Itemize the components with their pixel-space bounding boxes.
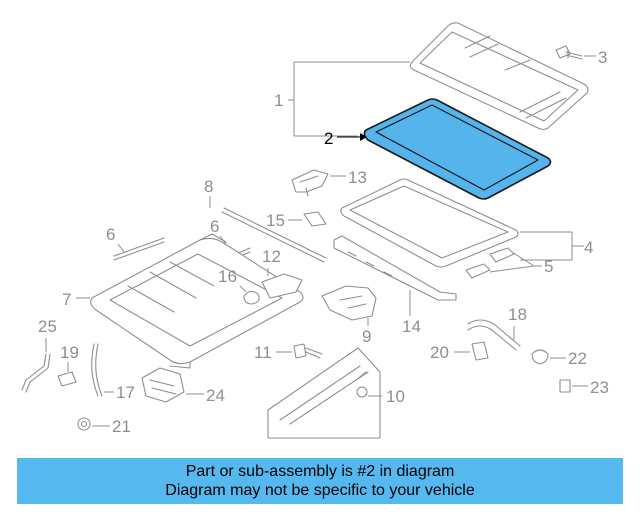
callout-6-left[interactable]: 6 xyxy=(106,225,115,244)
leader-6-left xyxy=(117,243,125,253)
part-2-weatherstrip-seal[interactable] xyxy=(363,98,552,200)
callout-7[interactable]: 7 xyxy=(62,290,71,309)
part-10-panel[interactable] xyxy=(267,347,381,439)
callout-10[interactable]: 10 xyxy=(386,387,405,406)
leader-1 xyxy=(288,61,410,137)
callout-18[interactable]: 18 xyxy=(508,305,527,324)
callout-4[interactable]: 4 xyxy=(584,238,593,257)
callout-12[interactable]: 12 xyxy=(262,247,281,266)
part-7-frame[interactable] xyxy=(90,233,304,369)
info-banner-line-1: Part or sub-assembly is #2 in diagram xyxy=(185,463,455,480)
part-16-stopper[interactable] xyxy=(243,290,260,305)
part-9-bracket[interactable] xyxy=(321,285,377,321)
part-18-drain-hose[interactable] xyxy=(467,319,521,351)
callout-5[interactable]: 5 xyxy=(544,257,553,276)
callout-9[interactable]: 9 xyxy=(362,327,371,346)
part-3-bolt[interactable] xyxy=(555,45,583,60)
callout-13[interactable]: 13 xyxy=(348,168,367,187)
callout-11[interactable]: 11 xyxy=(254,343,272,362)
callout-23[interactable]: 23 xyxy=(590,378,609,397)
part-4-sunshade-panel[interactable] xyxy=(340,178,519,268)
callout-21[interactable]: 21 xyxy=(112,417,131,436)
leader-5 xyxy=(489,251,542,273)
exploded-parts-diagram: 1 3 2 13 4 5 8 15 6 xyxy=(21,22,609,439)
part-12-bracket[interactable] xyxy=(261,273,303,299)
part-20-clip[interactable] xyxy=(471,341,489,361)
callout-24[interactable]: 24 xyxy=(206,386,225,405)
arrow-2-icon xyxy=(360,133,367,141)
part-1-glass-panel[interactable] xyxy=(409,22,589,131)
part-8-rod[interactable] xyxy=(221,207,327,263)
callout-8[interactable]: 8 xyxy=(204,177,213,196)
info-banner-line-2: Diagram may not be specific to your vehi… xyxy=(165,482,475,499)
callout-3[interactable]: 3 xyxy=(598,48,607,67)
part-21-grommet[interactable] xyxy=(77,417,91,431)
info-banner: Part or sub-assembly is #2 in diagram Di… xyxy=(17,458,623,504)
part-25-hose[interactable] xyxy=(21,353,51,393)
part-13-bracket[interactable] xyxy=(291,169,329,197)
callout-22[interactable]: 22 xyxy=(568,349,587,368)
part-24-motor[interactable] xyxy=(141,367,185,403)
callout-20[interactable]: 20 xyxy=(430,343,449,362)
callout-17[interactable]: 17 xyxy=(116,383,135,402)
part-23-fastener[interactable] xyxy=(559,379,571,393)
part-22-grommet[interactable] xyxy=(531,349,549,365)
callout-2[interactable]: 2 xyxy=(324,129,333,148)
callout-6-right[interactable]: 6 xyxy=(210,217,219,236)
callout-25[interactable]: 25 xyxy=(38,317,57,336)
callout-15[interactable]: 15 xyxy=(266,211,285,230)
part-14-guide-rail[interactable] xyxy=(333,235,457,301)
callout-14[interactable]: 14 xyxy=(402,317,421,336)
part-6-left-cable[interactable] xyxy=(113,237,165,261)
callout-1[interactable]: 1 xyxy=(274,91,283,110)
leader-4 xyxy=(520,231,584,261)
callout-16[interactable]: 16 xyxy=(218,267,237,286)
part-15-guide[interactable] xyxy=(303,211,327,227)
part-17-drain-hose[interactable] xyxy=(91,343,103,397)
part-5-clips[interactable] xyxy=(465,247,515,279)
callout-19[interactable]: 19 xyxy=(60,343,79,362)
part-11-bolt[interactable] xyxy=(293,343,323,359)
leader-16 xyxy=(239,285,247,293)
part-19-clip[interactable] xyxy=(57,371,77,387)
